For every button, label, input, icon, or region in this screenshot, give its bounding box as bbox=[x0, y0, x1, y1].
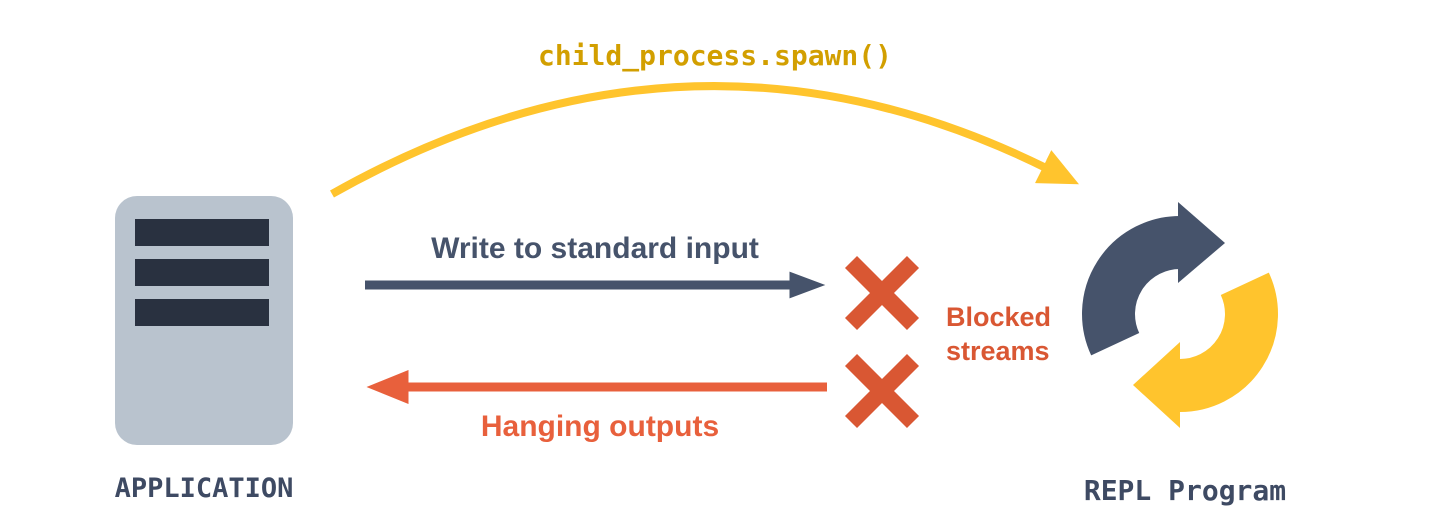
spawn-arrow-label: child_process.spawn() bbox=[537, 39, 892, 72]
repl-node-label: REPL Program bbox=[1083, 474, 1287, 507]
repl-arc-dark-arrowhead-icon bbox=[1178, 202, 1225, 283]
application-node-label: APPLICATION bbox=[114, 473, 294, 504]
server-slot bbox=[135, 259, 269, 286]
blocked-x-top-icon bbox=[844, 255, 920, 331]
repl-arc-dark-icon bbox=[1082, 216, 1182, 356]
server-slot bbox=[135, 299, 269, 326]
blocked-streams-label: Blocked streams bbox=[946, 302, 1052, 366]
blocked-x-bottom-icon bbox=[844, 353, 920, 429]
server-slot bbox=[135, 219, 269, 246]
spawn-arrow-icon bbox=[330, 82, 1079, 198]
outputs-arrow-label: Hanging outputs bbox=[480, 410, 720, 443]
stdin-arrow-label: Write to standard input bbox=[431, 232, 759, 265]
repl-arc-yellow-arrowhead-icon bbox=[1133, 342, 1180, 428]
application-server-icon bbox=[115, 196, 293, 445]
repl-arc-yellow-icon bbox=[1178, 272, 1278, 412]
repl-cycle-icon bbox=[1082, 202, 1278, 428]
